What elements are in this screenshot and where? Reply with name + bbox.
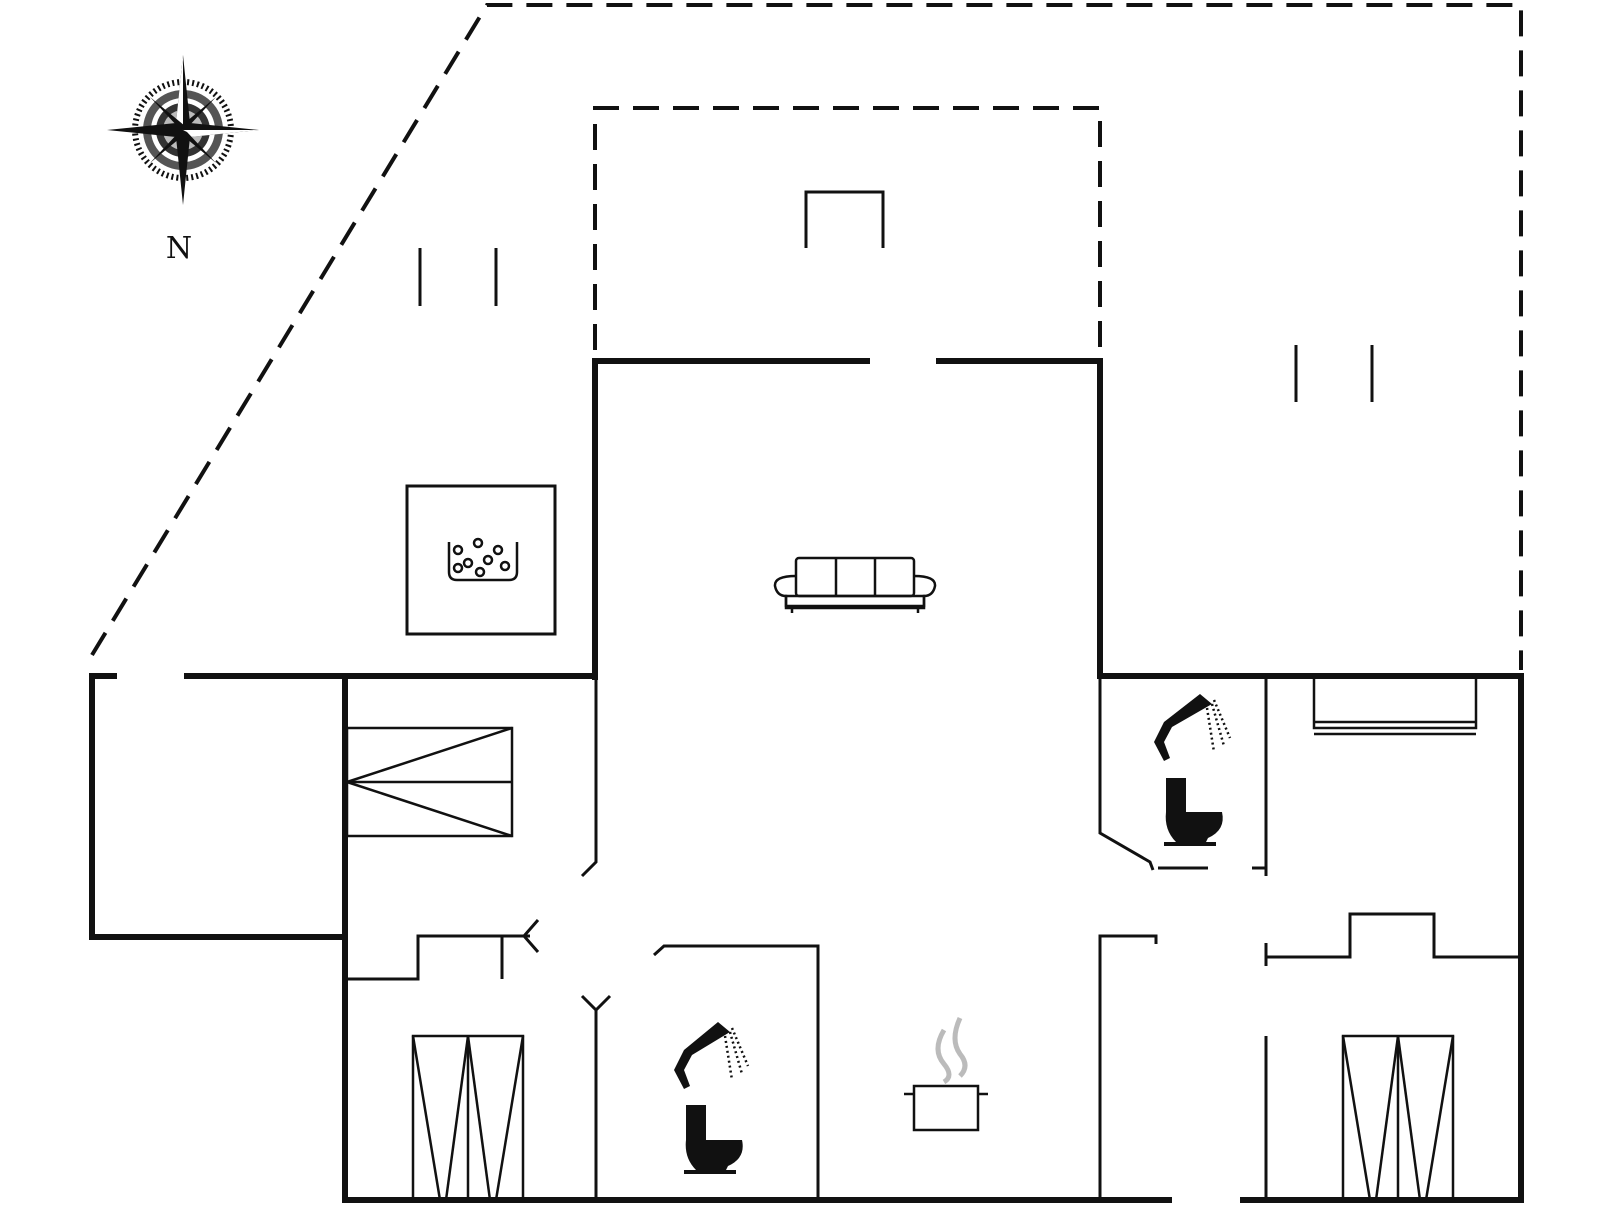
walls bbox=[89, 358, 1524, 1203]
shower-icon bbox=[1154, 694, 1232, 761]
cooking-pot-icon bbox=[904, 1016, 988, 1132]
terrace-outline bbox=[90, 3, 1523, 670]
sofa-icon bbox=[773, 556, 937, 613]
outdoor-furniture bbox=[418, 190, 1374, 402]
shower-icon bbox=[674, 1022, 750, 1089]
compass-rose-icon bbox=[107, 55, 259, 205]
bed-icon bbox=[1312, 678, 1478, 736]
toilet-icon bbox=[1164, 778, 1223, 846]
bed-icon bbox=[1341, 1034, 1455, 1202]
hot-tub-icon bbox=[405, 484, 557, 636]
north-label: N bbox=[166, 231, 192, 266]
bed-icon bbox=[411, 1034, 525, 1202]
staircase bbox=[345, 726, 514, 838]
toilet-icon bbox=[684, 1105, 743, 1174]
